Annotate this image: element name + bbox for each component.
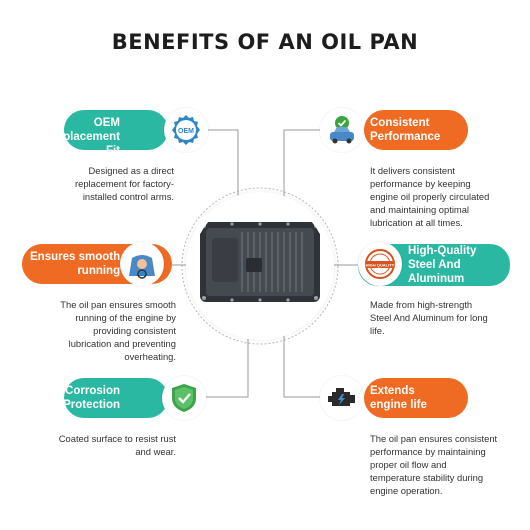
benefit-description: The oil pan ensures consistent performan…: [370, 433, 498, 496]
benefit-title: Protection: [63, 399, 120, 411]
benefit-title: Steel And: [408, 259, 461, 271]
benefit-title: Replacement Fit: [48, 131, 120, 157]
benefit-title: Extends: [370, 385, 415, 397]
oem-badge-text: OEM: [178, 128, 194, 135]
benefit-title: Aluminum: [408, 273, 465, 285]
benefit-description: It delivers consistent performance by ke…: [370, 165, 490, 228]
benefit-corrosion-pill: Corrosion Protection: [63, 378, 168, 418]
benefit-title: Consistent: [370, 117, 430, 129]
benefit-title: running: [77, 265, 121, 277]
benefit-title: Performance: [370, 131, 441, 143]
driver-icon: [120, 242, 164, 286]
benefit-description: The oil pan ensures smooth running of th…: [60, 299, 176, 362]
engine-icon: [320, 376, 364, 420]
benefit-oem-pill: OEM Replacement Fit: [48, 110, 168, 157]
high-quality-stamp-icon: HIGH QUALITY: [358, 242, 402, 286]
oil-pan-image: [186, 192, 334, 340]
benefit-title: Corrosion: [65, 385, 120, 397]
shield-check-icon: [162, 376, 206, 420]
car-check-icon: [320, 108, 364, 152]
oem-badge-icon: OEM: [164, 108, 208, 152]
benefit-description: Coated surface to resist rust and wear.: [58, 433, 176, 457]
benefit-description: Designed as a direct replacement for fac…: [75, 165, 174, 202]
benefit-description: Made from high-strength Steel And Alumin…: [370, 299, 488, 336]
page-title: BENEFITS OF AN OIL PAN: [111, 30, 419, 54]
benefit-engine-life-pill: Extends engine life: [364, 378, 468, 418]
benefit-title: Ensures smooth: [30, 251, 121, 263]
benefit-title: engine life: [370, 399, 427, 411]
benefit-consistent-pill: Consistent Performance: [364, 110, 468, 150]
high-quality-stamp-text: HIGH QUALITY: [366, 263, 395, 268]
benefit-title: OEM: [93, 117, 120, 129]
benefit-title: High-Quality: [408, 245, 477, 257]
